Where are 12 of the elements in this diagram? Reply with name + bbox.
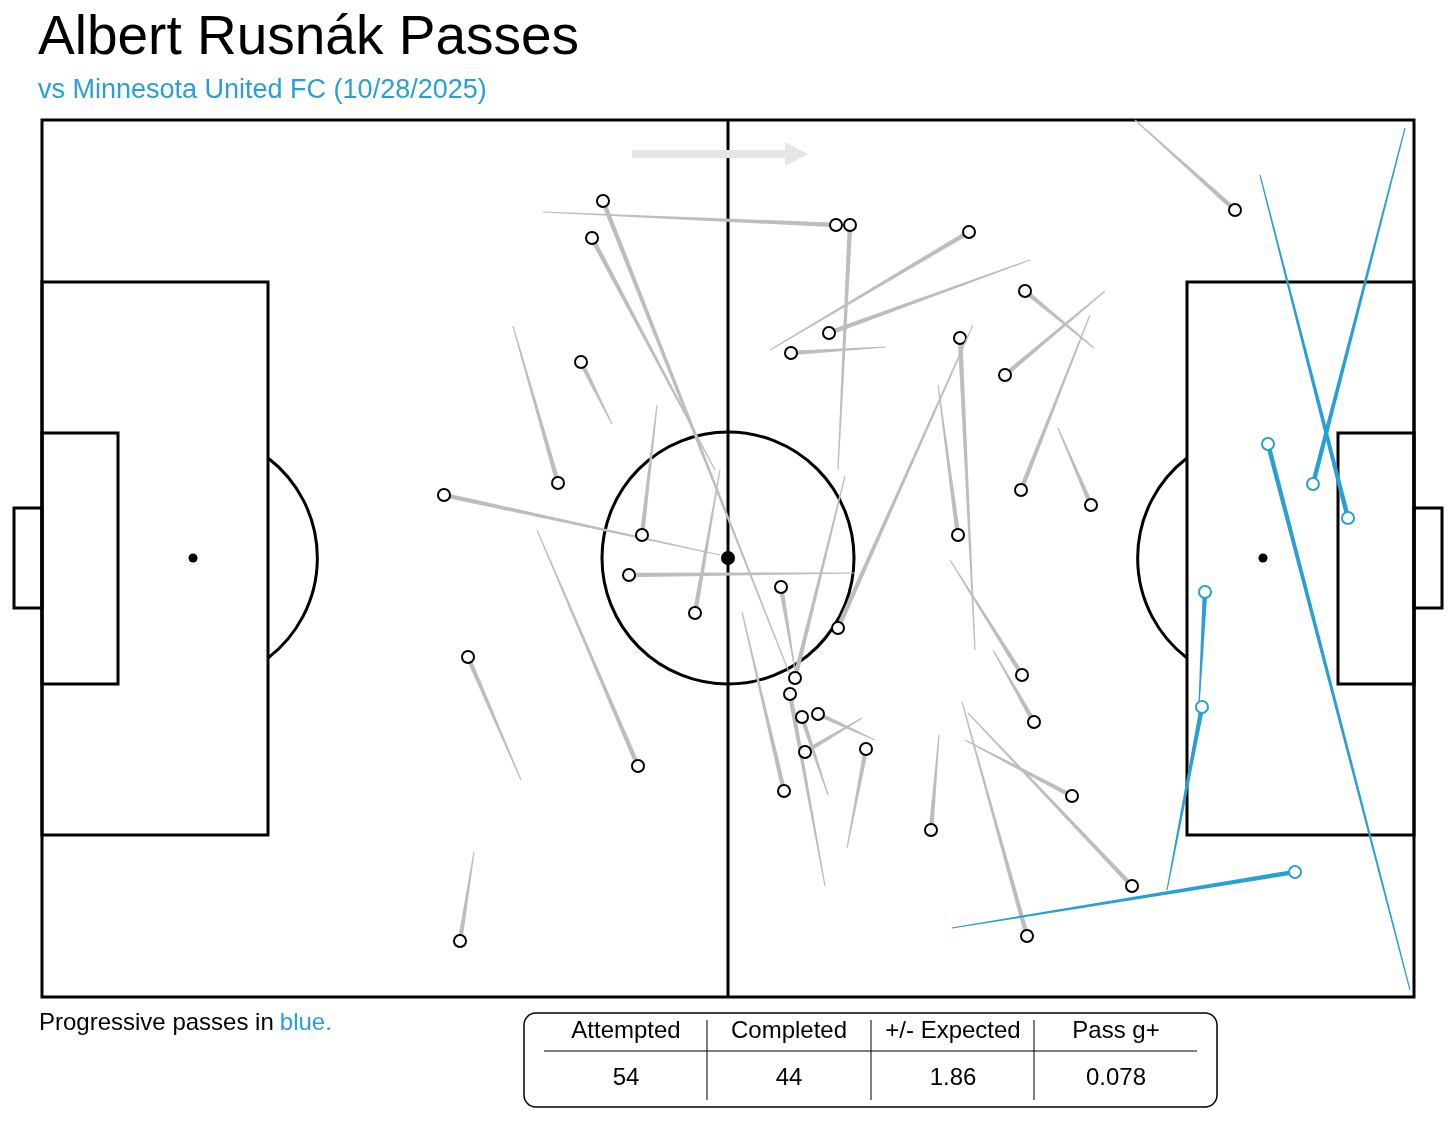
- column-header: Attempted: [571, 1016, 681, 1044]
- column-header: Completed: [730, 1016, 848, 1044]
- subtitle: vs Minnesota United FC (10/28/2025): [38, 74, 487, 106]
- column-header: Pass g+: [1072, 1016, 1160, 1044]
- stat-value: 44: [775, 1063, 803, 1091]
- stat-value: 0.078: [1085, 1063, 1147, 1091]
- note-highlight: blue.: [279, 1008, 332, 1036]
- chart-title: Albert Rusnák Passes: [38, 4, 580, 68]
- note-text: Progressive passes in: [39, 1008, 274, 1036]
- stat-value: 54: [612, 1063, 640, 1091]
- stat-value: 1.86: [929, 1063, 977, 1091]
- column-header: +/- Expected: [885, 1016, 1021, 1044]
